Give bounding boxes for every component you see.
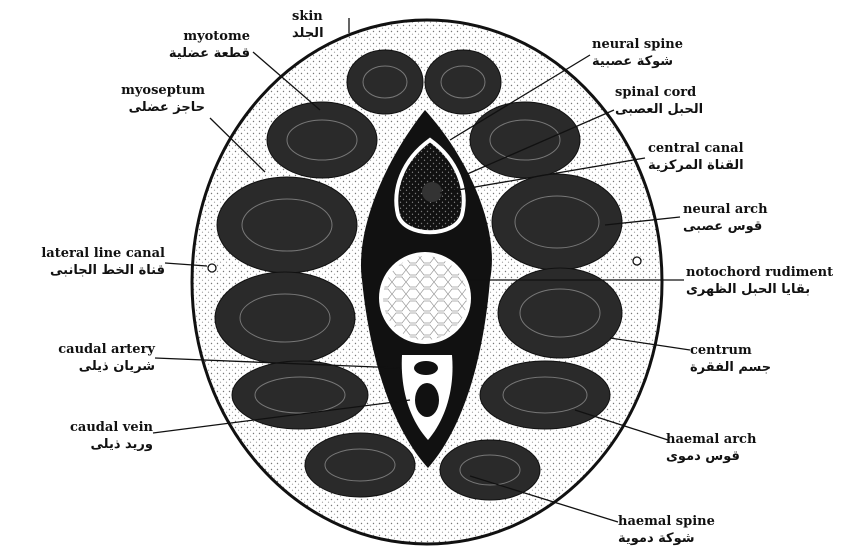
label-myoseptum-ar: حاجز عضلى	[90, 101, 205, 114]
label-spinal-cord-ar: الحبل العصبى	[615, 103, 745, 116]
myotome	[217, 177, 357, 273]
label-neural-arch-en: neural arch	[683, 203, 793, 216]
label-caudal-vein-en: caudal vein	[15, 421, 153, 434]
label-notochord-rudiment: notochord rudiment بقايا الحبل الظهرى	[686, 266, 858, 296]
label-caudal-artery: caudal artery شريان ذيلى	[15, 343, 155, 373]
lateral-line-canal-right	[633, 257, 641, 265]
label-centrum-ar: جسم الفقرة	[690, 361, 800, 374]
central-canal	[422, 182, 442, 202]
label-caudal-artery-ar: شريان ذيلى	[15, 360, 155, 373]
label-neural-spine-en: neural spine	[592, 38, 722, 51]
label-central-canal: central canal القناة المركزية	[648, 142, 778, 172]
label-haemal-arch: haemal arch قوس دموى	[666, 433, 786, 463]
lateral-line-canal-left	[208, 264, 216, 272]
myotome	[480, 361, 610, 429]
myotome	[232, 361, 368, 429]
label-central-canal-en: central canal	[648, 142, 778, 155]
label-myoseptum: myoseptum حاجز عضلى	[90, 84, 205, 114]
label-spinal-cord: spinal cord الحبل العصبى	[615, 86, 745, 116]
label-notochord-rudiment-ar: بقايا الحبل الظهرى	[686, 283, 858, 296]
myotome	[267, 102, 377, 178]
label-skin: skin الجلد	[292, 10, 372, 40]
label-caudal-vein: caudal vein وريد ذيلى	[15, 421, 153, 451]
myotome	[425, 50, 501, 114]
myotome	[347, 50, 423, 114]
caudal-vein-vessel	[415, 383, 439, 417]
label-neural-spine: neural spine شوكة عصبية	[592, 38, 722, 68]
label-lateral-line-canal: lateral line canal قناة الخط الجانبى	[5, 247, 165, 277]
label-lateral-line-canal-en: lateral line canal	[5, 247, 165, 260]
label-neural-arch: neural arch قوس عصبى	[683, 203, 793, 233]
label-haemal-spine-en: haemal spine	[618, 515, 748, 528]
myotome	[498, 268, 622, 358]
label-lateral-line-canal-ar: قناة الخط الجانبى	[5, 264, 165, 277]
myotome	[215, 272, 355, 364]
label-haemal-spine: haemal spine شوكة دموية	[618, 515, 748, 545]
label-myotome-en: myotome	[140, 30, 250, 43]
myotome	[305, 433, 415, 497]
label-skin-en: skin	[292, 10, 372, 23]
label-skin-ar: الجلد	[292, 27, 372, 40]
label-myoseptum-en: myoseptum	[90, 84, 205, 97]
label-caudal-vein-ar: وريد ذيلى	[15, 438, 153, 451]
label-haemal-spine-ar: شوكة دموية	[618, 532, 748, 545]
myotome	[470, 102, 580, 178]
label-neural-spine-ar: شوكة عصبية	[592, 55, 722, 68]
label-notochord-rudiment-en: notochord rudiment	[686, 266, 858, 279]
label-myotome: myotome قطعة عضلية	[140, 30, 250, 60]
caudal-artery-vessel	[414, 361, 438, 375]
label-haemal-arch-en: haemal arch	[666, 433, 786, 446]
label-centrum-en: centrum	[690, 344, 800, 357]
myotome	[492, 174, 622, 270]
label-haemal-arch-ar: قوس دموى	[666, 450, 786, 463]
label-neural-arch-ar: قوس عصبى	[683, 220, 793, 233]
label-caudal-artery-en: caudal artery	[15, 343, 155, 356]
label-centrum: centrum جسم الفقرة	[690, 344, 800, 374]
label-myotome-ar: قطعة عضلية	[140, 47, 250, 60]
label-central-canal-ar: القناة المركزية	[648, 159, 778, 172]
myotome	[440, 440, 540, 500]
label-spinal-cord-en: spinal cord	[615, 86, 745, 99]
